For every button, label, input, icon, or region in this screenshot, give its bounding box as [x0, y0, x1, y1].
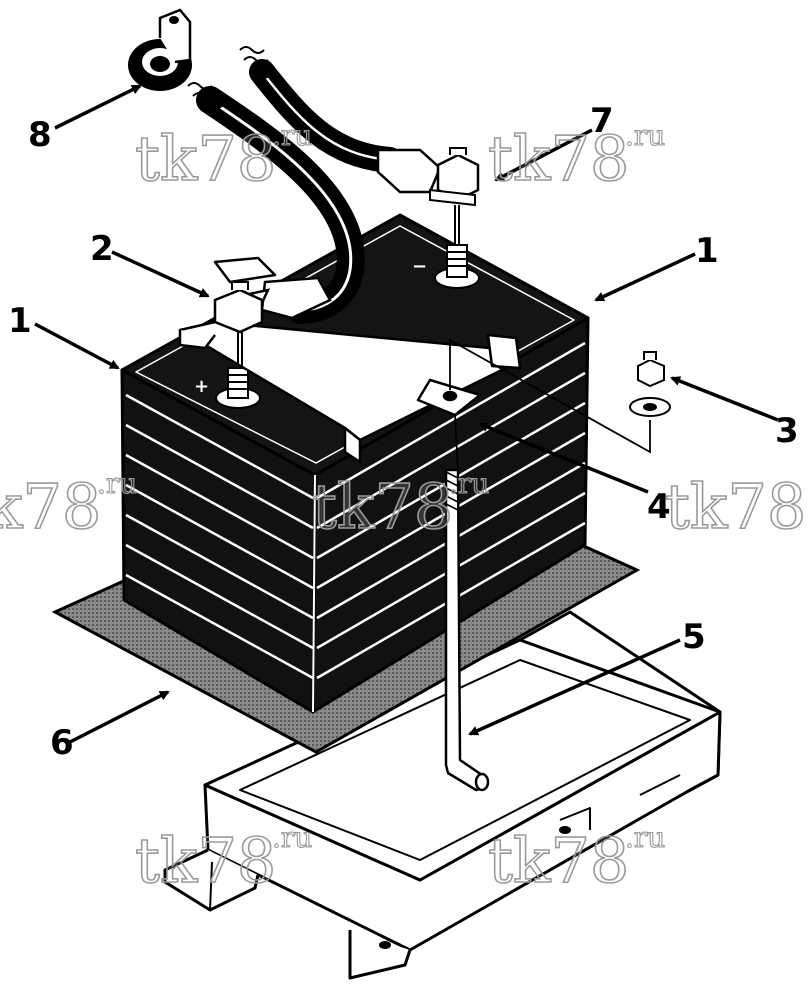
- watermark-suffix: .ru: [449, 467, 489, 500]
- hold-down-bracket: [178, 256, 522, 464]
- watermark: tk78: [488, 122, 629, 195]
- positive-terminal: +: [194, 367, 261, 409]
- assembly-leader-lines: [449, 338, 651, 471]
- arrow-4: [478, 422, 649, 494]
- battery-tray: [163, 610, 722, 980]
- callout-1-right: 1: [695, 231, 719, 271]
- negative-terminal: −: [412, 244, 480, 289]
- callout-3: 3: [775, 411, 799, 451]
- watermark-suffix: .ru: [97, 467, 137, 500]
- arrow-7: [494, 128, 593, 182]
- positive-cable: [196, 86, 365, 368]
- watermark-suffix: .ru: [272, 119, 312, 152]
- negative-terminal-label: −: [412, 256, 427, 277]
- j-bolt: [444, 468, 490, 792]
- callout-6: 6: [50, 723, 74, 763]
- watermark-suffix: .ru: [625, 821, 665, 854]
- watermark-suffix: .ru: [272, 821, 312, 854]
- cable-break-marks: [187, 46, 269, 100]
- arrow-5: [468, 638, 681, 736]
- arrow-6: [69, 690, 170, 744]
- positive-terminal-label: +: [194, 376, 209, 397]
- callout-5: 5: [682, 617, 706, 657]
- arrow-1-left: [34, 322, 120, 370]
- negative-cable: [249, 59, 480, 245]
- arrow-1-right: [594, 252, 696, 302]
- callout-7: 7: [590, 101, 614, 141]
- watermark: tk78: [312, 470, 453, 543]
- watermark: tk78: [488, 824, 629, 897]
- nut-and-washer: [629, 351, 671, 417]
- callout-8: 8: [28, 115, 52, 155]
- arrow-3: [670, 376, 779, 422]
- watermark: tk78: [665, 470, 806, 543]
- arrow-8: [54, 84, 142, 130]
- watermark: tk78: [135, 824, 276, 897]
- watermark-group: tk78 .ru tk78 .ru tk78 .ru tk78 .ru tk78…: [0, 118, 807, 897]
- arrow-2: [111, 250, 210, 298]
- callout-arrows: [34, 84, 779, 744]
- callout-2: 2: [90, 229, 114, 269]
- watermark: tk78: [0, 470, 101, 543]
- callout-1-left: 1: [8, 301, 32, 341]
- grommet: [128, 8, 192, 91]
- watermark: tk78: [135, 122, 276, 195]
- watermark-suffix: .ru: [625, 119, 665, 152]
- callout-4: 4: [647, 487, 671, 527]
